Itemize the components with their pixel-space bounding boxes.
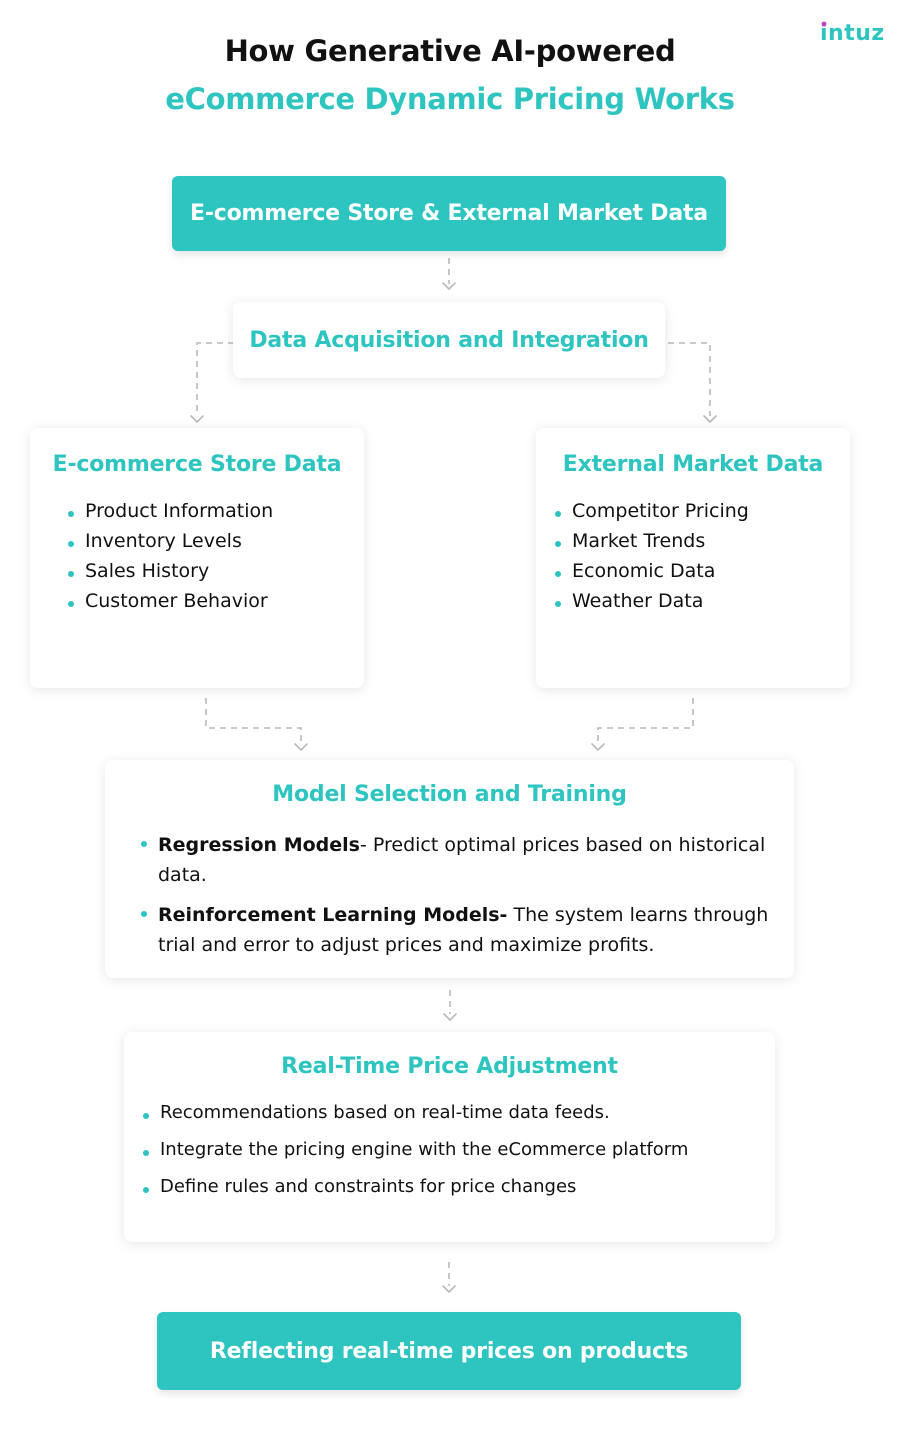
input-data-label: E-commerce Store & External Market Data [190,201,708,226]
market-data-title: External Market Data [562,452,824,477]
list-item: Market Trends [555,530,845,552]
model-selection-title: Model Selection and Training [272,782,627,807]
arrowhead-4 [294,743,308,751]
list-item: Integrate the pricing engine with the eC… [143,1139,768,1160]
list-item: Customer Behavior [68,590,358,612]
market-data-card: External Market Data Competitor Pricing … [536,428,850,688]
list-item: Reinforcement Learning Models- The syste… [141,900,771,960]
connector-market-to-model [597,698,694,744]
arrowhead-6 [443,1013,457,1021]
list-item: Competitor Pricing [555,500,845,522]
logo-dot [821,21,827,27]
list-item: Regression Models- Predict optimal price… [141,830,771,890]
arrowhead-7 [442,1285,456,1293]
intuz-logo: intuz [820,21,884,46]
model-item-text: The system learns through trial and erro… [158,904,769,956]
page-title-line1: How Generative AI-powered [224,34,676,68]
list-item: Inventory Levels [68,530,358,552]
list-item: Define rules and constraints for price c… [143,1176,768,1197]
input-data-box: E-commerce Store & External Market Data [172,176,726,251]
model-item-bold: Regression Models [158,834,360,856]
output-box: Reflecting real-time prices on products [157,1312,741,1390]
realtime-adjustment-title: Real-Time Price Adjustment [281,1054,618,1079]
page-title-line2: eCommerce Dynamic Pricing Works [165,82,735,116]
model-item-text: - Predict optimal prices based on histor… [158,834,766,886]
list-item: Product Information [68,500,358,522]
connector-acquisition-to-store [196,342,234,416]
connector-acquisition-to-market [668,342,711,416]
arrowhead-1 [442,282,456,290]
list-item: Recommendations based on real-time data … [143,1102,768,1123]
logo-text: intuz [820,21,884,46]
data-acquisition-box: Data Acquisition and Integration [233,302,665,378]
store-data-list: Product Information Inventory Levels Sal… [68,500,358,612]
market-data-list: Competitor Pricing Market Trends Economi… [555,500,845,612]
arrowhead-5 [591,743,605,751]
list-item: Sales History [68,560,358,582]
arrowhead-2 [190,415,204,423]
model-item-bold: Reinforcement Learning Models- [158,904,508,926]
list-item: Weather Data [555,590,845,612]
data-acquisition-label: Data Acquisition and Integration [249,327,649,353]
list-item: Economic Data [555,560,845,582]
arrowhead-3 [703,415,717,423]
connector-store-to-model [205,698,302,744]
model-selection-card: Model Selection and Training Regression … [105,760,794,978]
realtime-list: Recommendations based on real-time data … [143,1102,768,1197]
model-list: Regression Models- Predict optimal price… [141,830,771,960]
store-data-title: E-commerce Store Data [52,452,342,477]
output-label: Reflecting real-time prices on products [209,1338,689,1364]
realtime-adjustment-card: Real-Time Price Adjustment Recommendatio… [124,1032,775,1242]
store-data-card: E-commerce Store Data Product Informatio… [30,428,364,688]
